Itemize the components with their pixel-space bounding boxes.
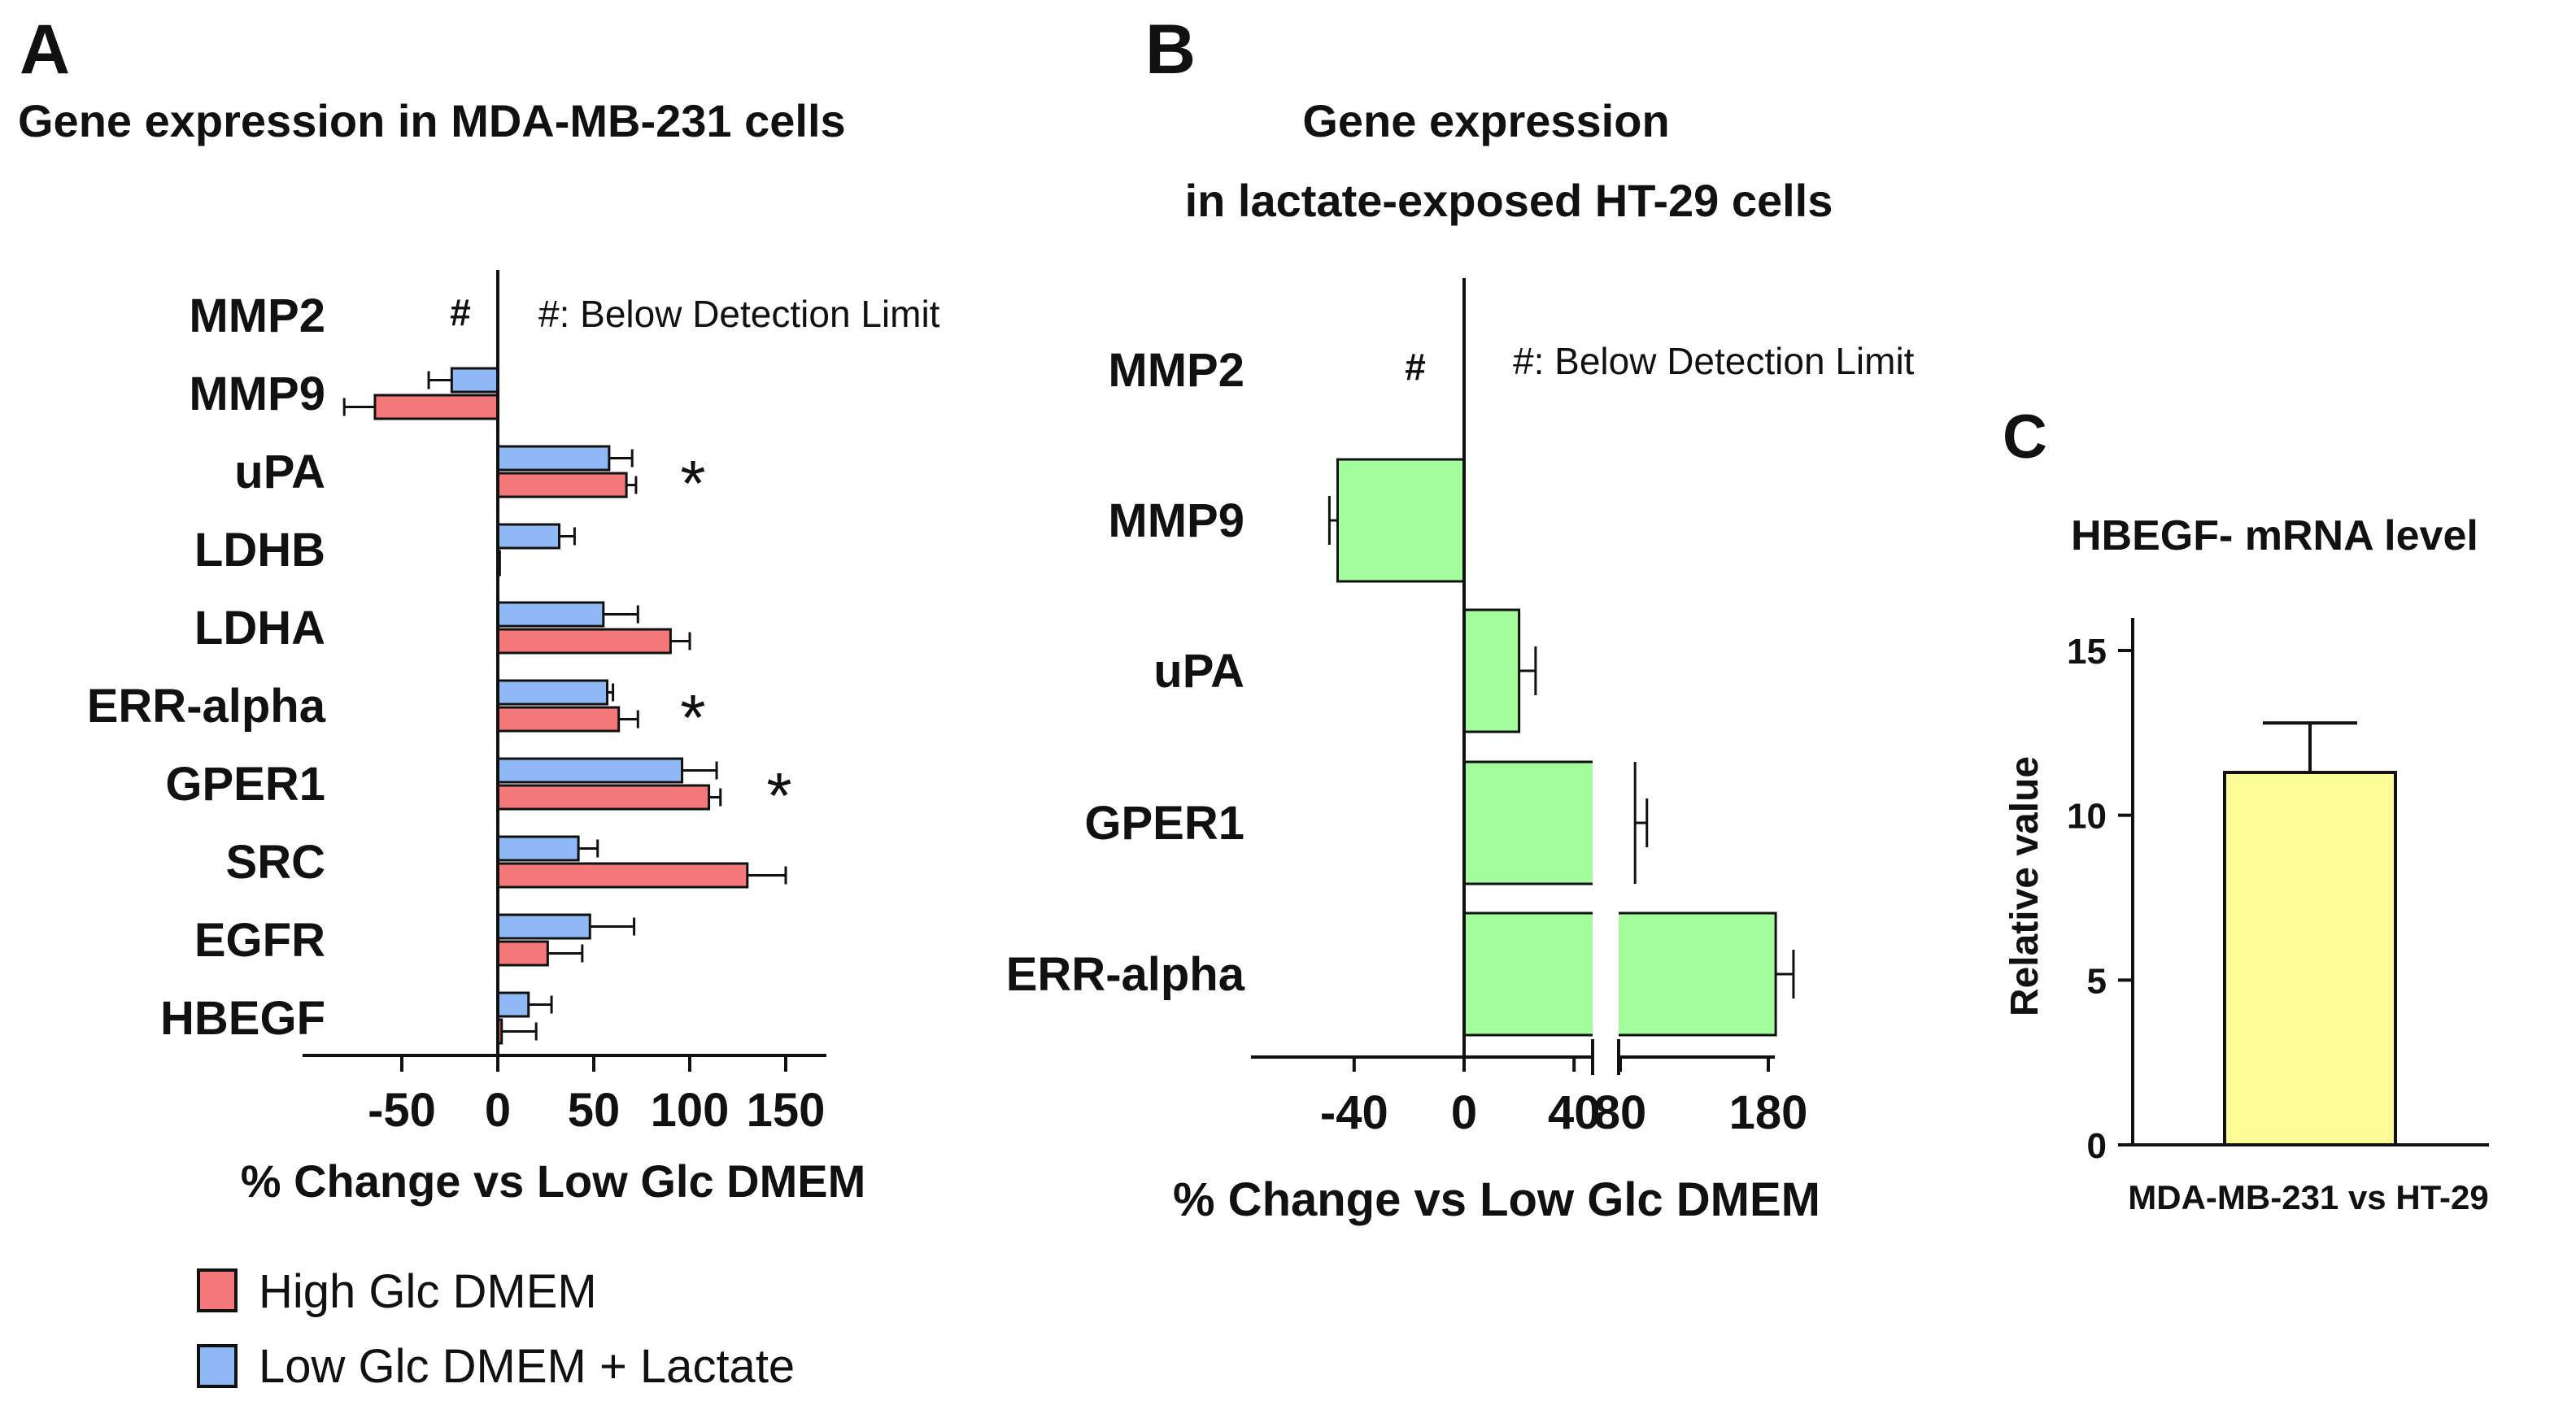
chart-a-error-bar-high-glc-ldha [670, 632, 691, 650]
chart-a-category-src: SRC [226, 836, 325, 889]
chart-c-y-tick-label: 0 [2087, 1126, 2107, 1166]
chart-a-error-bar-lactate-egfr [590, 917, 636, 936]
chart-c-category-label: MDA-MB-231 vs HT-29 [2128, 1178, 2488, 1216]
chart-b-x-tick-label: 40 [1548, 1086, 1601, 1139]
chart-a-error-bar-high-glc-egfr [547, 944, 584, 963]
chart-b-x-tick-label: -40 [1320, 1086, 1388, 1139]
chart-c-error-bar [2263, 721, 2357, 772]
chart-b-x-tick-label: 180 [1729, 1086, 1808, 1139]
chart-a-error-bar-lactate-ldhb [559, 527, 576, 546]
chart-a-x-tick-label: 150 [747, 1084, 826, 1137]
chart-a-bar-lactate-err-alpha [496, 679, 609, 706]
chart-a-bar-lactate-gper1 [496, 757, 684, 784]
legend-swatch-lactate [197, 1344, 238, 1388]
chart-b-category-mmp9: MMP9 [1108, 494, 1244, 547]
chart-a-error-bar-high-glc-hbegf [501, 1022, 538, 1041]
chart-a-bar-lactate-src [496, 835, 580, 862]
legend: High Glc DMEM Low Glc DMEM + Lactate [197, 1265, 795, 1393]
chart-b-bar-err-alpha [1462, 912, 1777, 1037]
chart-c-bar [2223, 770, 2397, 1146]
chart-a-x-tick-label: 50 [568, 1084, 621, 1137]
chart-a-error-bar-high-glc-upa [626, 476, 638, 494]
chart-b-category-upa: uPA [1153, 645, 1244, 698]
legend-label-lactate: Low Glc DMEM + Lactate [259, 1340, 795, 1393]
chart-a-error-bar-high-glc-src [747, 866, 787, 885]
chart-a-bar-high-glc-upa [496, 472, 628, 498]
chart-a-error-bar-lactate-gper1 [682, 761, 718, 780]
chart-a-category-egfr: EGFR [194, 914, 325, 967]
panel-c-letter: C [2003, 402, 2047, 472]
chart-a-significance-gper1: * [766, 759, 791, 832]
chart-a-bar-high-glc-err-alpha [496, 706, 621, 733]
panel-a-title: Gene expression in MDA-MB-231 cells [18, 95, 846, 146]
chart-a-significance-upa: * [680, 447, 705, 520]
chart-a-category-ldhb: LDHB [194, 524, 325, 576]
chart-b-bar-gper1 [1462, 760, 1637, 885]
chart-a-error-bar-high-glc-err-alpha [618, 710, 639, 729]
chart-a-significance-err-alpha: * [680, 681, 705, 754]
chart-a-bar-high-glc-gper1 [496, 784, 711, 811]
panel-a-note: #: Below Detection Limit [538, 293, 940, 335]
panel-b-title-line1: Gene expression [1302, 95, 1669, 146]
chart-a-error-bar-lactate-err-alpha [607, 683, 615, 702]
chart-a-bar-high-glc-egfr [496, 940, 549, 967]
chart-a-category-gper1: GPER1 [165, 758, 325, 811]
chart-a-x-tick-label: 100 [651, 1084, 730, 1137]
chart-a-bar-high-glc-mmp9 [373, 394, 499, 420]
chart-a-x-axis-label: % Change vs Low Glc DMEM [241, 1155, 866, 1207]
chart-b-error-bar-mmp9 [1327, 496, 1338, 545]
chart-a-bar-lactate-mmp9 [450, 367, 499, 394]
chart-b-x-axis-label: % Change vs Low Glc DMEM [1173, 1173, 1820, 1226]
chart-b-error-bar-err-alpha [1776, 950, 1795, 999]
chart-a-bar-lactate-ldha [496, 601, 605, 628]
chart-b-x-tick-label: 0 [1451, 1086, 1477, 1139]
chart-a-error-bar-lactate-mmp9 [427, 371, 452, 389]
panel-a-letter: A [20, 11, 70, 89]
chart-c-y-axis-label: Relative value [2003, 756, 2046, 1016]
chart-b-error-bar-upa [1519, 646, 1537, 695]
panel-b-letter: B [1145, 11, 1196, 89]
chart-b-x-tick-label: 80 [1594, 1086, 1647, 1139]
panel-b-note: #: Below Detection Limit [1513, 340, 1915, 382]
chart-b-below-detection-mark: # [1405, 346, 1426, 388]
chart-b-bar-upa [1462, 608, 1521, 733]
chart-a-bar-lactate-upa [496, 445, 611, 472]
legend-label-high-glc: High Glc DMEM [259, 1265, 597, 1318]
chart-b-category-mmp2: MMP2 [1108, 344, 1244, 397]
chart-a-category-mmp2: MMP2 [189, 289, 325, 342]
chart-a-below-detection-mark: # [450, 291, 471, 333]
chart-a-bar-high-glc-ldha [496, 628, 672, 655]
chart-a-category-mmp9: MMP9 [189, 368, 325, 420]
chart-a-bar-lactate-egfr [496, 913, 591, 940]
chart-a-category-hbegf: HBEGF [160, 992, 325, 1045]
chart-c-y-tick-label: 15 [2067, 632, 2107, 672]
chart-c-y-tick-label: 10 [2067, 797, 2107, 837]
chart-b-error-bar-gper1 [1635, 798, 1649, 847]
chart-a-x-tick-label: -50 [368, 1084, 436, 1137]
chart-a-error-bar-lactate-upa [608, 449, 634, 468]
chart-a-category-err-alpha: ERR-alpha [87, 680, 326, 733]
chart-a-category-upa: uPA [234, 446, 325, 498]
chart-a-x-tick-label: 0 [485, 1084, 511, 1137]
chart-a-error-bar-lactate-hbegf [528, 995, 553, 1014]
chart-a-bar-lactate-hbegf [496, 991, 530, 1018]
chart-a-error-bar-high-glc-gper1 [708, 788, 722, 807]
chart-a-category-ldha: LDHA [194, 602, 325, 655]
chart-c: 0 5 10 15 Relative value MDA-MB-231 vs HT-2… [2003, 618, 2489, 1216]
legend-swatch-high-glc [197, 1268, 238, 1312]
chart-b-category-err-alpha: ERR-alpha [1006, 948, 1245, 1001]
chart-a-error-bar-lactate-src [578, 839, 599, 858]
panel-c-title: HBEGF- mRNA level [2071, 512, 2478, 559]
chart-b-category-gper1: GPER1 [1084, 797, 1244, 850]
chart-c-y-tick-label: 5 [2087, 961, 2107, 1001]
chart-a-error-bar-high-glc-mmp9 [342, 398, 375, 416]
chart-a-error-bar-lactate-ldha [603, 605, 639, 624]
chart-a-bar-high-glc-src [496, 862, 749, 889]
chart-b-bar-mmp9 [1336, 458, 1466, 583]
chart-a-bar-lactate-ldhb [496, 523, 561, 550]
panel-b-title-line2: in lactate-exposed HT-29 cells [1185, 175, 1833, 226]
